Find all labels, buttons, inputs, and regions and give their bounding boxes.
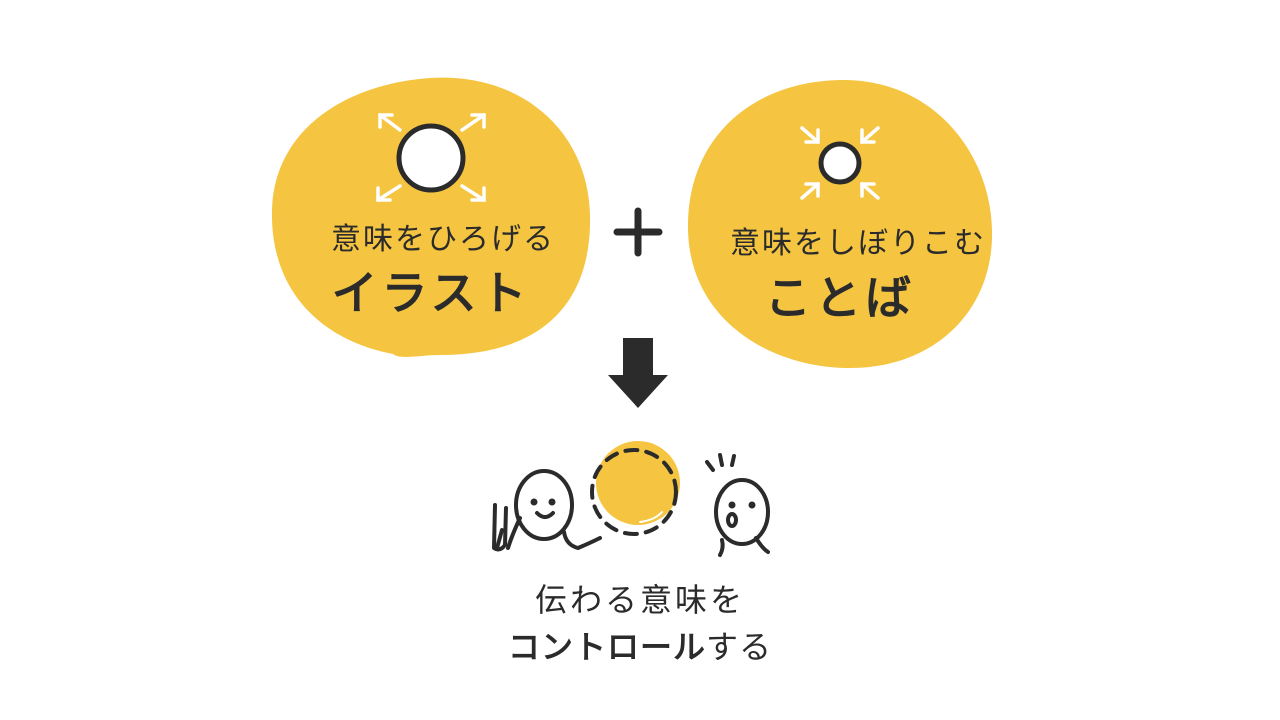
shared-meaning-circle bbox=[590, 441, 680, 536]
expand-circle-icon bbox=[376, 113, 486, 202]
left-subtitle: 意味をひろげる bbox=[331, 222, 555, 257]
result-line1: 伝わる意味を bbox=[534, 581, 745, 619]
down-arrow-icon bbox=[608, 338, 668, 408]
right-title: ことば bbox=[765, 271, 915, 325]
result-line2: コントロールする bbox=[505, 622, 775, 668]
right-blob bbox=[687, 79, 993, 369]
result-line2-rest: する bbox=[706, 628, 773, 666]
right-subtitle: 意味をしぼりこむ bbox=[730, 226, 986, 261]
operator-label: + bbox=[0, 0, 1, 1]
listener-person-icon bbox=[705, 453, 770, 557]
left-title: イラスト bbox=[331, 266, 531, 320]
speaker-person-icon bbox=[492, 469, 602, 552]
plus-icon bbox=[613, 207, 663, 257]
result-line2-bold: コントロール bbox=[507, 628, 706, 666]
contract-circle-icon bbox=[800, 126, 880, 200]
left-blob bbox=[271, 77, 591, 357]
